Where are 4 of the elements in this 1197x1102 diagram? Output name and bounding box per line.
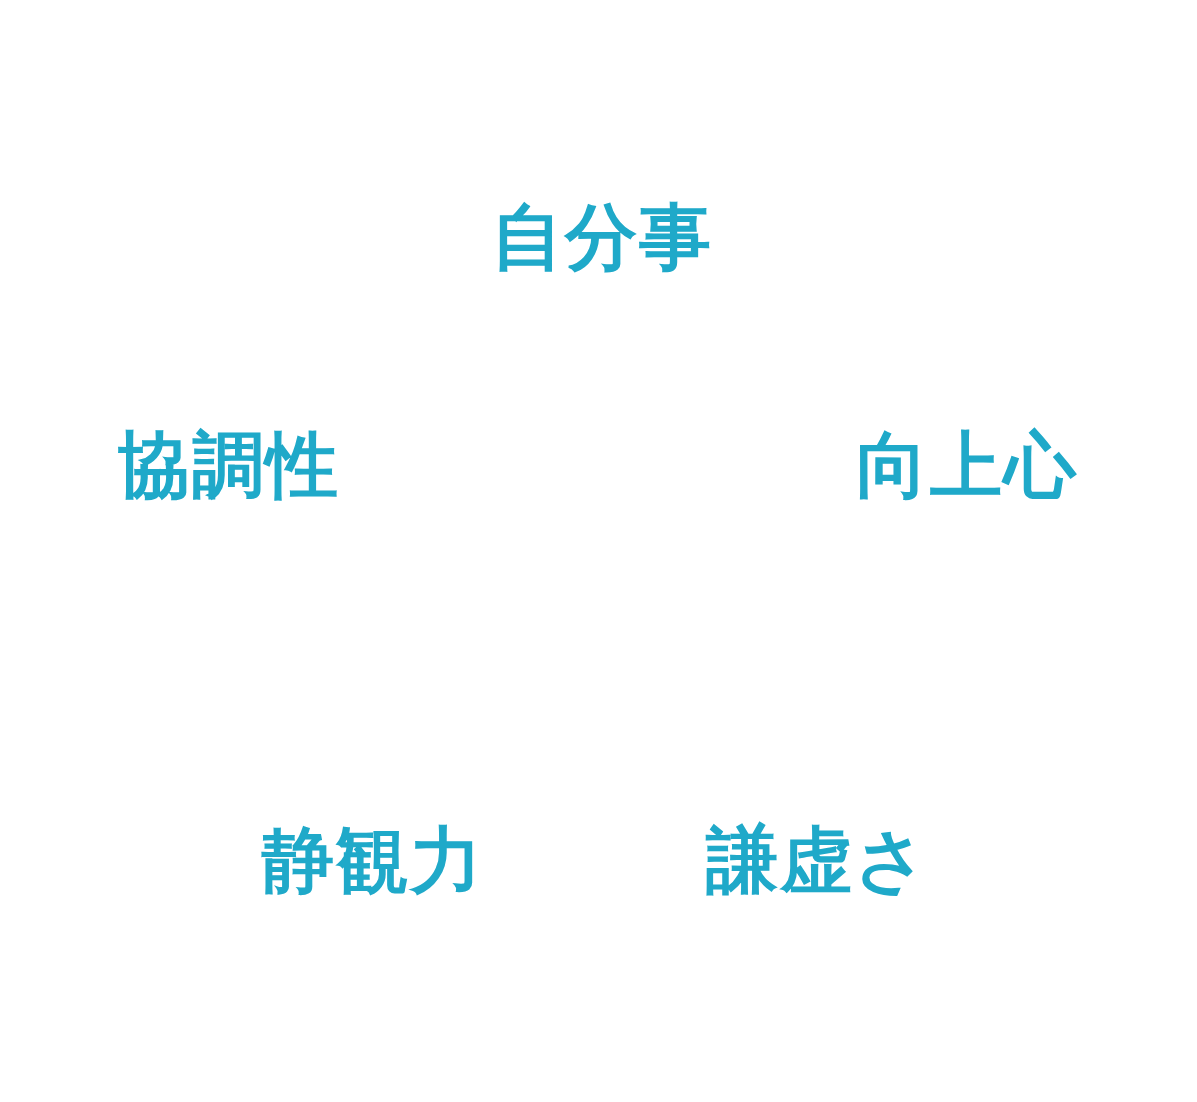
keyword-label: 協調性 bbox=[118, 429, 340, 501]
keyword-label: 静観力 bbox=[262, 824, 484, 896]
keyword-label: 自分事 bbox=[491, 201, 713, 273]
keyword-label: 向上心 bbox=[856, 429, 1078, 501]
